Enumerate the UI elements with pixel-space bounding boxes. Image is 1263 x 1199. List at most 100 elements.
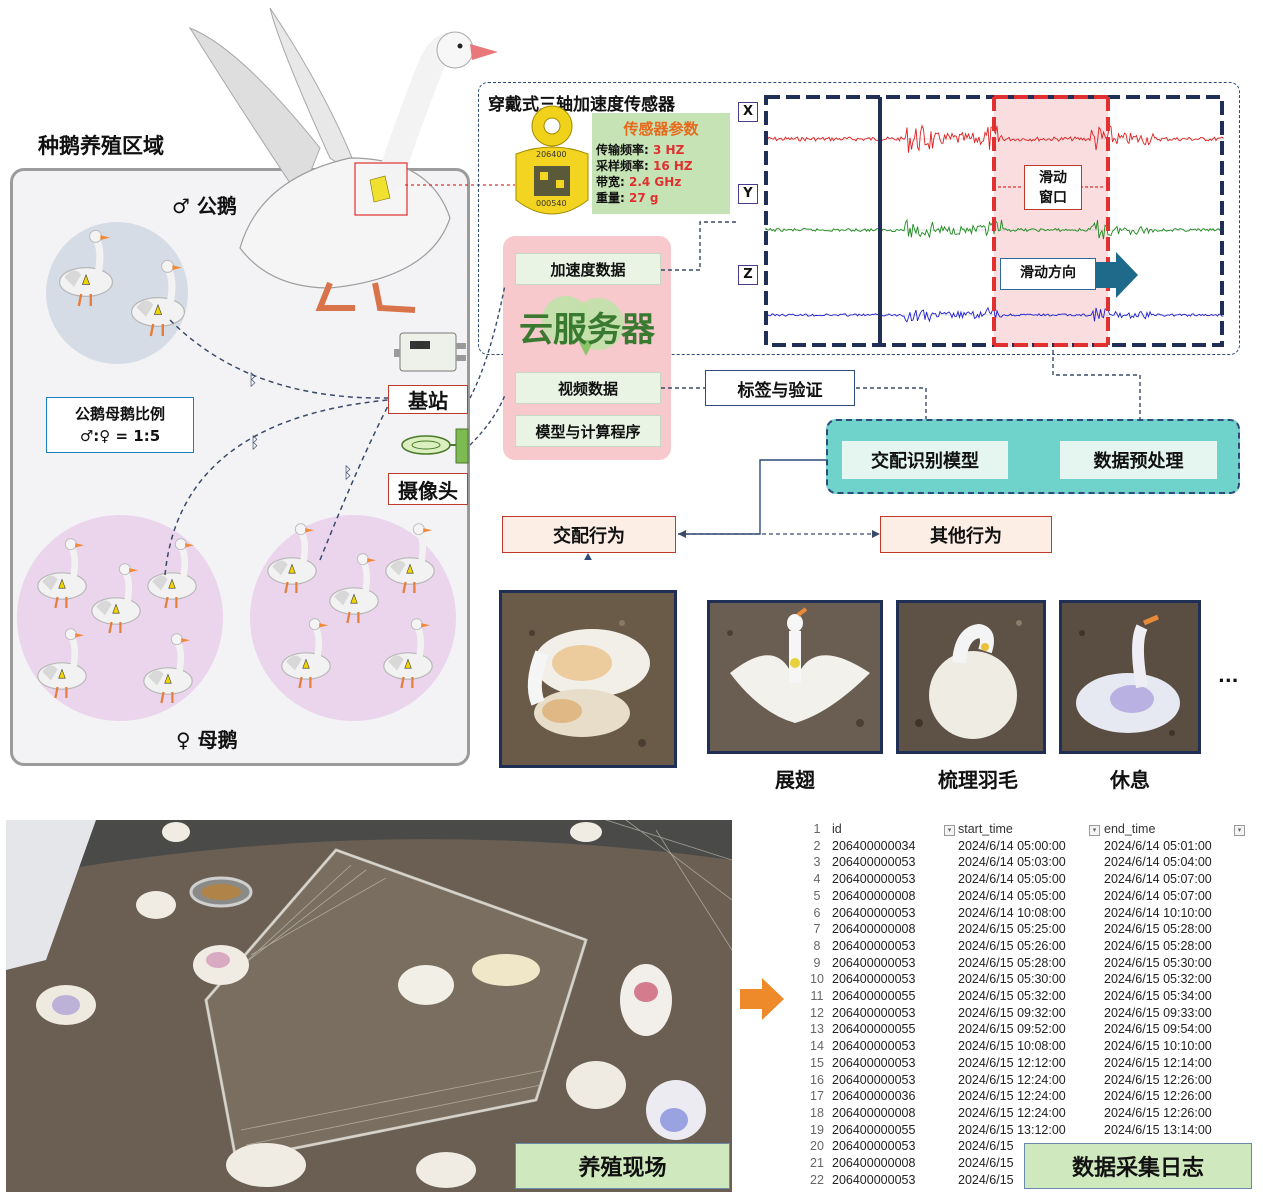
cell-end-time: 2024/6/15 12:26:00 (1104, 1105, 1212, 1120)
base-station-label: 基站 (388, 385, 468, 414)
cell-start-time: 2024/6/15 12:24:00 (958, 1072, 1066, 1087)
cloud-item-model: 模型与计算程序 (515, 415, 661, 447)
header-end-time: end_time (1104, 822, 1156, 836)
filter-icon[interactable]: ▾ (1234, 825, 1245, 836)
sensor-tag-icon (515, 105, 589, 215)
cell-start-time: 2024/6/15 05:26:00 (958, 938, 1066, 953)
cell-start-time: 2024/6/15 12:24:00 (958, 1089, 1066, 1104)
row-number: 8 (813, 938, 821, 953)
sensor-params-box (592, 113, 730, 214)
label-verify-box: 标签与验证 (705, 370, 855, 406)
axis-label-z: Z (738, 265, 758, 285)
cell-id: 206400000008 (832, 888, 916, 903)
caption-resting: 休息 (1110, 768, 1150, 792)
base-station-icon (394, 332, 466, 372)
signal-trace (765, 218, 1224, 240)
cell-start-time: 2024/6/15 12:12:00 (958, 1055, 1066, 1070)
cell-start-time: 2024/6/15 05:30:00 (958, 972, 1066, 987)
cell-end-time: 2024/6/14 05:07:00 (1104, 872, 1212, 887)
row-number: 17 (810, 1089, 824, 1104)
cell-end-time: 2024/6/15 05:28:00 (1104, 938, 1212, 953)
camera-label: 摄像头 (388, 473, 468, 505)
cell-id: 206400000055 (832, 989, 916, 1003)
cell-end-time: 2024/6/15 05:32:00 (1104, 972, 1212, 987)
cell-end-time: 2024/6/14 10:10:00 (1104, 905, 1212, 920)
cell-start-time: 2024/6/15 05:25:00 (958, 922, 1066, 937)
table-header-row: 1 id ▾ start_time ▾ end_time ▾ (806, 822, 1250, 839)
svg-text:ᛒ: ᛒ (250, 433, 260, 452)
other-behavior-box: 其他行为 (880, 516, 1052, 553)
cell-id: 206400000053 (832, 1005, 916, 1020)
svg-text:ᛒ: ᛒ (343, 463, 353, 482)
row-number: 10 (810, 972, 824, 987)
female-label: ♀ 母鹅 (176, 728, 238, 752)
header-start-time: start_time (958, 822, 1013, 836)
cell-id: 206400000053 (832, 905, 916, 920)
cell-end-time: 2024/6/15 12:26:00 (1104, 1072, 1212, 1087)
cell-end-time: 2024/6/15 05:34:00 (1104, 989, 1212, 1003)
ratio-box (46, 397, 194, 453)
row-number: 16 (810, 1072, 824, 1087)
large-goose-icon (188, 8, 498, 313)
cell-id: 206400000053 (832, 1072, 916, 1087)
filter-icon[interactable]: ▾ (1089, 825, 1100, 836)
male-label: ♂ 公鹅 (172, 194, 237, 218)
row-number: 22 (810, 1172, 824, 1187)
preprocess-box: 数据预处理 (1060, 441, 1217, 479)
svg-text:ᛒ: ᛒ (248, 370, 258, 389)
cell-start-time: 2024/6/15 05:32:00 (958, 989, 1066, 1003)
row-number: 19 (810, 1122, 824, 1137)
ratio-value: ♂:♀ = 1:5 (79, 427, 161, 445)
cell-end-time: 2024/6/14 05:01:00 (1104, 838, 1212, 853)
caption-spread-wings: 展翅 (775, 768, 815, 792)
row-number: 15 (810, 1055, 824, 1070)
photo-resting (1059, 600, 1201, 754)
cell-start-time: 2024/6/14 05:05:00 (958, 888, 1066, 903)
caption-preening: 梳理羽毛 (938, 768, 1018, 792)
mating-behavior-box: 交配行为 (502, 516, 676, 553)
cell-id: 206400000053 (832, 872, 916, 887)
orange-arrow-icon (740, 978, 784, 1020)
axis-label-x: X (738, 102, 758, 122)
cloud-item-video: 视频数据 (515, 372, 661, 404)
photo-mating (499, 590, 677, 768)
camera-icon (401, 428, 469, 464)
cell-id: 206400000053 (832, 855, 916, 870)
log-label: 数据采集日志 (1024, 1143, 1252, 1189)
cloud-icon (542, 296, 624, 356)
cell-start-time: 2024/6/14 05:05:00 (958, 872, 1066, 887)
axis-label-y: Y (738, 184, 758, 204)
farm-scene-photo (6, 820, 732, 1192)
filter-icon[interactable]: ▾ (944, 825, 955, 836)
row-number: 6 (813, 905, 821, 920)
cell-id: 206400000055 (832, 1122, 916, 1137)
param-row: 重量: 27 g (596, 191, 659, 205)
cell-end-time: 2024/6/15 05:28:00 (1104, 922, 1212, 937)
cell-end-time: 2024/6/14 05:07:00 (1104, 888, 1212, 903)
cell-end-time: 2024/6/15 12:14:00 (1104, 1055, 1212, 1070)
tag-id: 206400 (536, 150, 567, 159)
cell-end-time: 2024/6/14 05:04:00 (1104, 855, 1212, 870)
sensor-panel (478, 82, 1240, 355)
cell-start-time: 2024/6/15 05:28:00 (958, 955, 1066, 970)
cell-id: 206400000053 (832, 1172, 916, 1187)
row-number: 9 (813, 955, 821, 970)
tag-id-2: 000540 (536, 199, 567, 208)
row-number: 14 (810, 1039, 824, 1054)
cell-start-time: 2024/6/15 (958, 1156, 1014, 1170)
row-number: 20 (810, 1139, 824, 1154)
